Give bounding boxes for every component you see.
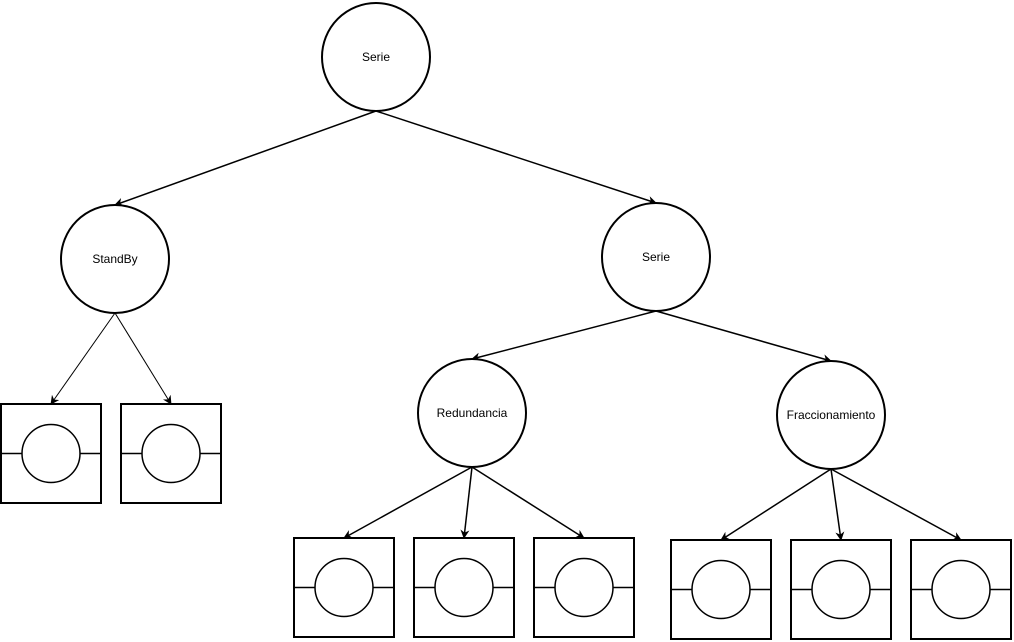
- node-circle: [776, 360, 886, 470]
- edge-serie2-to-fraccionamiento: [655, 310, 832, 364]
- component-block-c2[interactable]: [120, 403, 222, 504]
- edges: [50, 110, 962, 541]
- component-block-c1[interactable]: [0, 403, 102, 504]
- edge-serie2-to-redundancia: [471, 310, 657, 362]
- edge-fraccionamiento-to-c8: [830, 468, 962, 541]
- node-circle: [60, 204, 170, 314]
- component-block-c4[interactable]: [413, 537, 515, 638]
- node-circle: [417, 358, 527, 468]
- component-block-c5[interactable]: [533, 537, 635, 638]
- component-circle-icon: [554, 557, 614, 618]
- node-label: Serie: [362, 50, 390, 64]
- edge-redundancia-to-c4: [460, 466, 473, 539]
- node-standby[interactable]: StandBy: [60, 204, 170, 314]
- component-block-c8[interactable]: [910, 539, 1012, 640]
- node-circle: [601, 202, 711, 312]
- node-label: Fraccionamiento: [787, 408, 876, 422]
- edge-redundancia-to-c5: [471, 466, 585, 539]
- component-block-c6[interactable]: [670, 539, 772, 640]
- component-circle-icon: [931, 559, 991, 620]
- node-serie2[interactable]: Serie: [601, 202, 711, 312]
- edge-root-to-standby: [114, 110, 377, 207]
- edge-standby-to-c2: [114, 312, 172, 405]
- node-circle: [321, 2, 431, 112]
- edge-fraccionamiento-to-c7: [830, 468, 845, 541]
- node-label: Redundancia: [437, 406, 508, 420]
- edge-fraccionamiento-to-c6: [720, 468, 832, 541]
- node-redundancia[interactable]: Redundancia: [417, 358, 527, 468]
- edge-standby-to-c1: [50, 312, 116, 405]
- component-circle-icon: [141, 423, 201, 484]
- component-circle-icon: [691, 559, 751, 620]
- node-fraccionamiento[interactable]: Fraccionamiento: [776, 360, 886, 470]
- edge-redundancia-to-c3: [343, 466, 473, 539]
- component-block-c3[interactable]: [293, 537, 395, 638]
- node-label: StandBy: [92, 252, 137, 266]
- component-circle-icon: [21, 423, 81, 484]
- component-circle-icon: [314, 557, 374, 618]
- component-circle-icon: [811, 559, 871, 620]
- component-circle-icon: [434, 557, 494, 618]
- node-root[interactable]: Serie: [321, 2, 431, 112]
- edge-root-to-serie2: [375, 110, 657, 205]
- component-block-c7[interactable]: [790, 539, 892, 640]
- node-label: Serie: [642, 250, 670, 264]
